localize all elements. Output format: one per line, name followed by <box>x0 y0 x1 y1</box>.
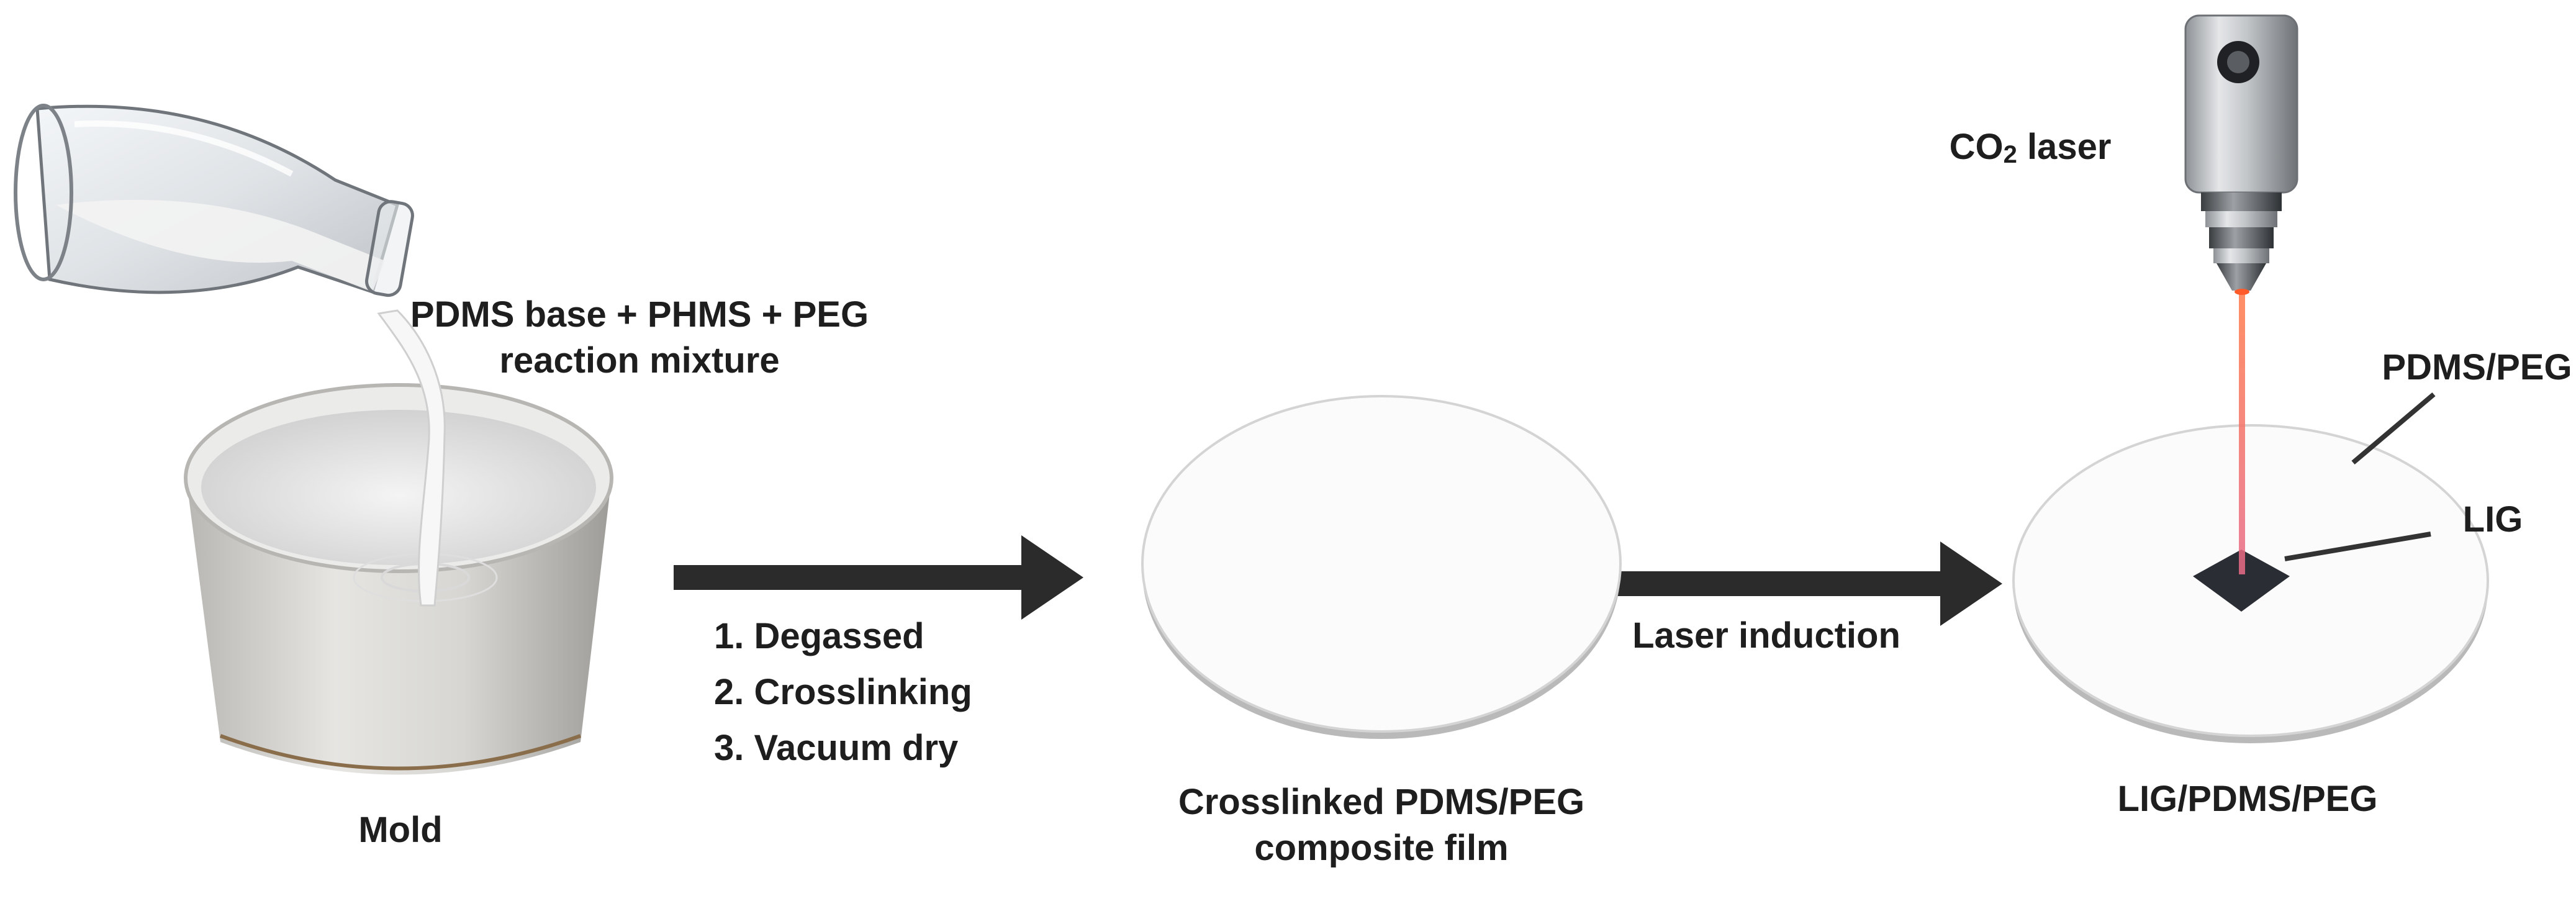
right-arrow-icon <box>674 535 1083 620</box>
co2-laser-text: CO2 laser <box>1912 124 2148 170</box>
lig-patch <box>2193 550 2290 612</box>
film-label-line-2: composite film <box>1254 828 1509 869</box>
co2-subscript: 2 <box>2003 141 2017 168</box>
pouring-stream <box>377 309 446 607</box>
lig-film-disc <box>2012 424 2489 743</box>
film-label-line-1: Crosslinked PDMS/PEG <box>1178 782 1585 822</box>
laser-induction-label: Laser induction <box>1599 613 1934 659</box>
lig-text: LIG <box>2462 499 2523 540</box>
mold-label: Mold <box>323 807 478 853</box>
lig-leader-line <box>2284 532 2431 561</box>
co2-prefix: CO <box>1949 127 2004 167</box>
film-label: Crosslinked PDMS/PEG composite film <box>1124 779 1639 871</box>
mixture-label: PDMS base + PHMS + PEG reaction mixture <box>407 292 872 384</box>
pdms-peg-text: PDMS/PEG <box>2382 347 2572 387</box>
pdms-peg-leader-line <box>2351 392 2436 465</box>
right-arrow-icon <box>1586 541 2002 626</box>
composite-film-disc <box>1141 395 1622 739</box>
final-product-label: LIG/PDMS/PEG <box>2068 776 2428 822</box>
mold-label-text: Mold <box>358 810 443 850</box>
laser-beam <box>2239 292 2245 574</box>
mixture-label-line-1: PDMS base + PHMS + PEG <box>410 294 869 335</box>
co2-suffix: laser <box>2017 127 2112 167</box>
co2-laser-head-icon <box>2184 14 2298 295</box>
erlenmeyer-flask-icon <box>14 104 414 297</box>
step-crosslinking: 2. Crosslinking <box>714 671 972 712</box>
final-product-text: LIG/PDMS/PEG <box>2117 779 2378 819</box>
lig-label: LIG <box>2443 497 2542 543</box>
step-degassed: 1. Degassed <box>714 616 924 656</box>
laser-induction-text: Laser induction <box>1632 615 1900 656</box>
co2-laser-label: CO2 laser <box>1912 124 2148 170</box>
process-steps: 1. Degassed 2. Crosslinking 3. Vacuum dr… <box>714 609 1024 776</box>
mold-dish-icon <box>184 383 613 775</box>
pdms-peg-label: PDMS/PEG <box>2378 345 2576 391</box>
step-vacuum-dry: 3. Vacuum dry <box>714 727 959 768</box>
mixture-label-line-2: reaction mixture <box>499 340 780 381</box>
